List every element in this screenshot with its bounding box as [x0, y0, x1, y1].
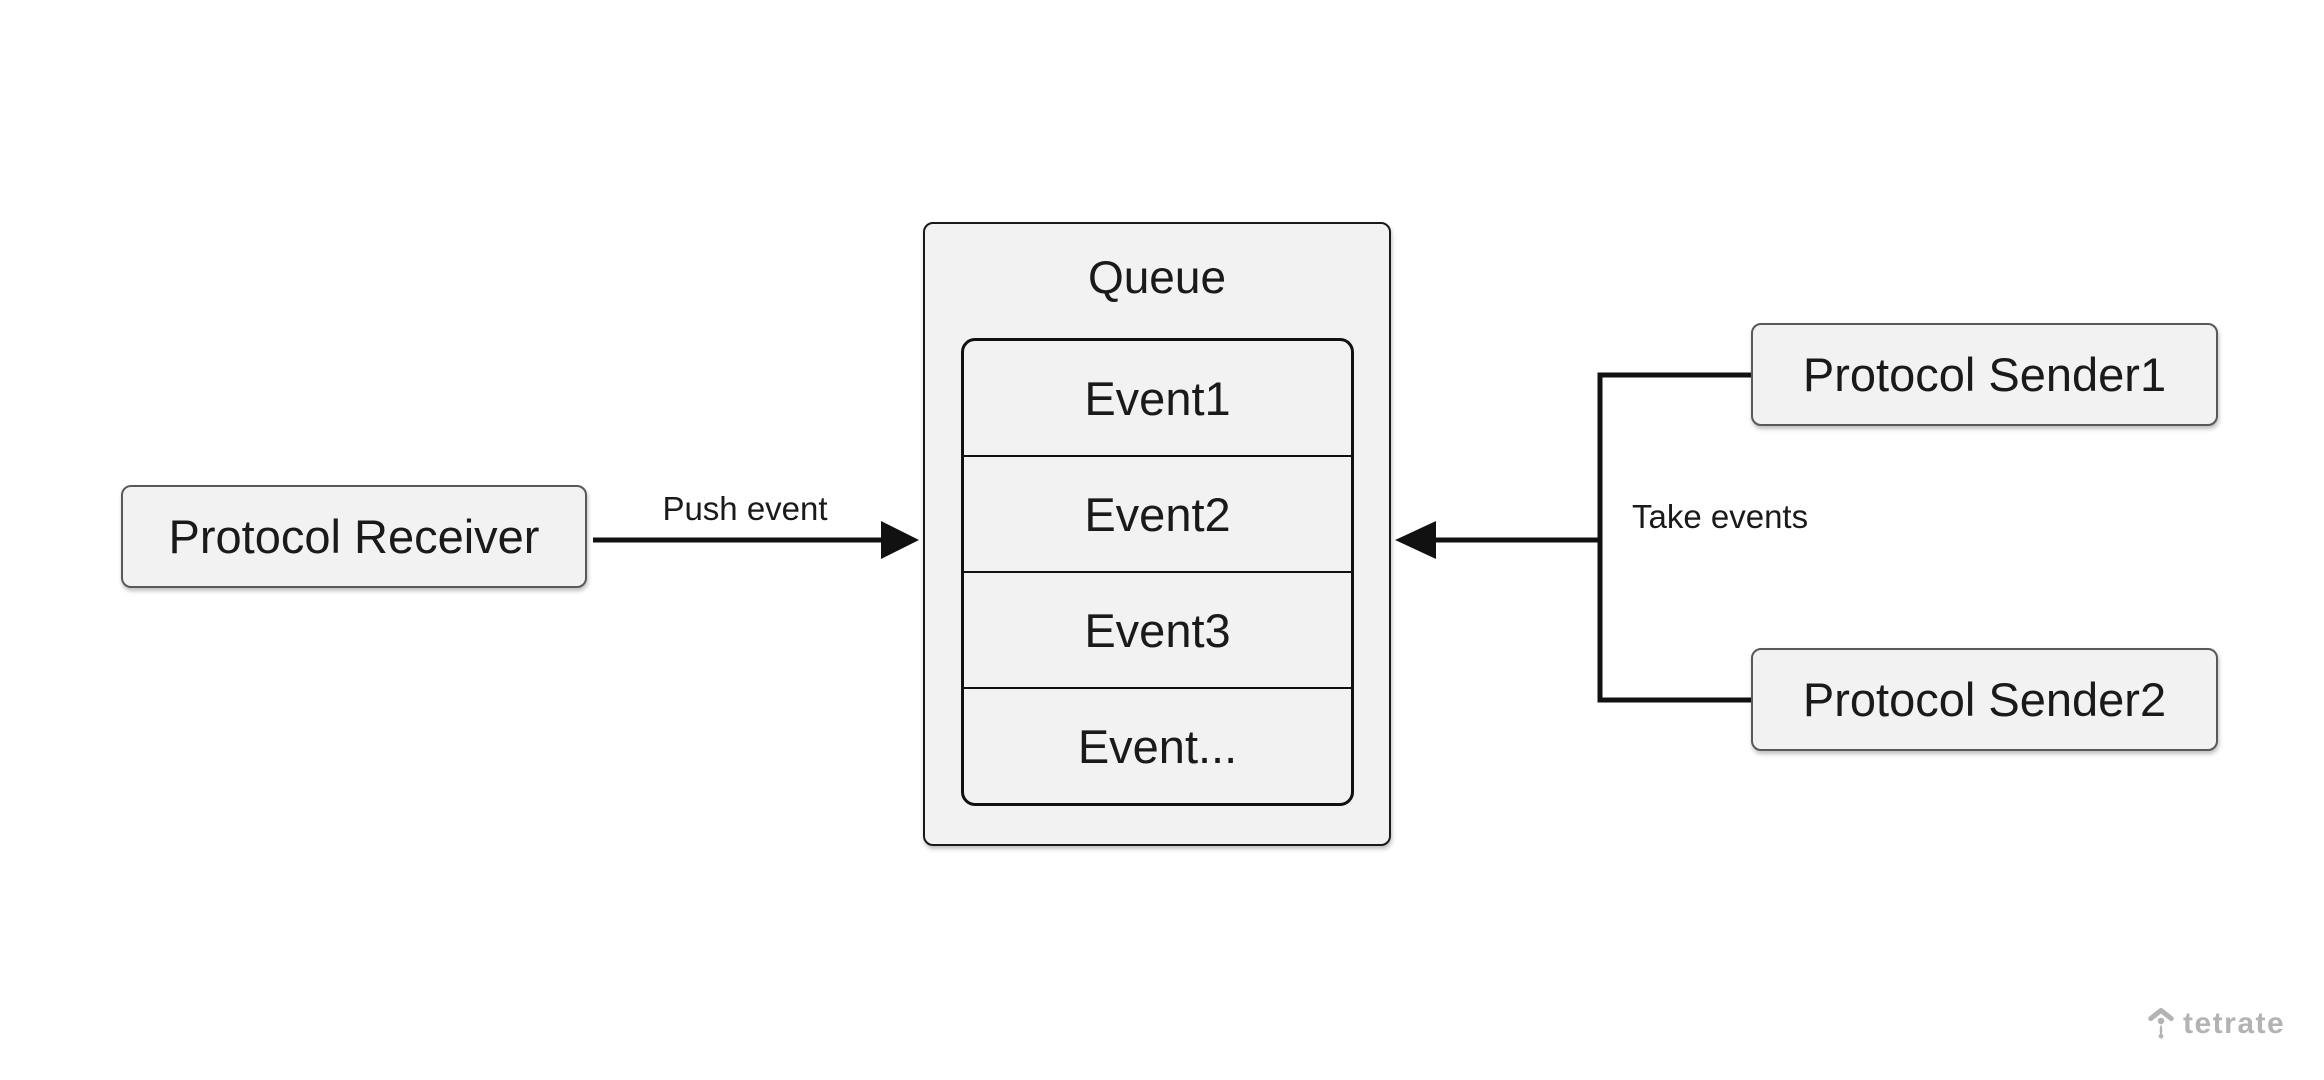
take-events-label: Take events — [1632, 498, 1809, 535]
take-events-arrow — [1395, 521, 1600, 559]
node-protocol-receiver-label: Protocol Receiver — [168, 510, 540, 563]
queue-event-stack: Event1 Event2 Event3 Event... — [961, 338, 1354, 806]
tetrate-logo-text: tetrate — [2183, 1007, 2286, 1040]
node-protocol-sender2-label: Protocol Sender2 — [1802, 673, 2167, 726]
tetrate-logo: tetrate — [2148, 1006, 2285, 1042]
node-protocol-sender1: Protocol Sender1 — [1751, 323, 2218, 426]
queue-event-item: Event3 — [964, 571, 1351, 687]
node-queue: Queue Event1 Event2 Event3 Event... — [923, 222, 1391, 846]
node-protocol-receiver: Protocol Receiver — [121, 485, 587, 588]
node-protocol-sender2: Protocol Sender2 — [1751, 648, 2218, 751]
queue-event-item: Event... — [964, 687, 1351, 803]
tetrate-logo-icon — [2148, 1007, 2174, 1039]
queue-event-item: Event2 — [964, 455, 1351, 571]
queue-event-item: Event1 — [1084, 371, 1231, 425]
node-protocol-sender1-label: Protocol Sender1 — [1802, 348, 2167, 401]
queue-title: Queue — [1087, 251, 1227, 303]
push-event-arrow — [593, 521, 919, 559]
sender-bracket-connector — [1597, 372, 1751, 703]
push-event-label: Push event — [662, 490, 828, 527]
